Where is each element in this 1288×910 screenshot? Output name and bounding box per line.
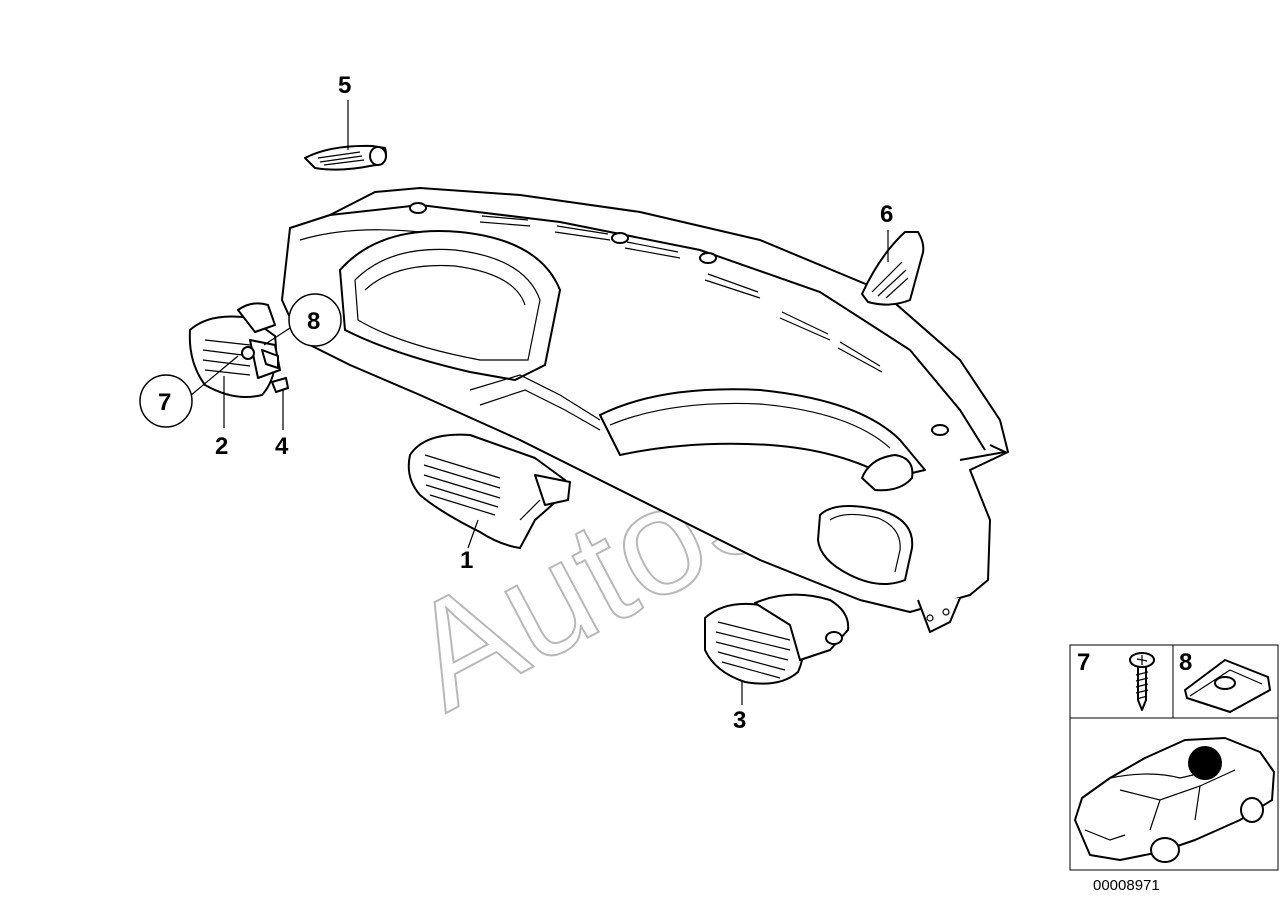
legend-box: 7 8 xyxy=(1069,644,1279,719)
dashboard-panel xyxy=(281,187,1009,633)
clip-nut-icon xyxy=(1184,659,1271,713)
callout-6: 6 xyxy=(880,201,893,228)
legend-label-8: 8 xyxy=(1179,649,1192,676)
callout-7: 7 xyxy=(158,389,171,416)
legend-label-7: 7 xyxy=(1077,649,1090,676)
callout-7-circle xyxy=(139,374,193,428)
callout-4: 4 xyxy=(275,433,289,460)
air-vent-center xyxy=(407,433,571,549)
diagram-number: 00008971 xyxy=(1093,877,1160,894)
callout-2: 2 xyxy=(215,433,228,460)
location-marker xyxy=(1188,746,1222,780)
defroster-grille-right xyxy=(861,231,925,306)
air-vent-left xyxy=(188,302,281,398)
callout-8: 8 xyxy=(307,308,320,335)
callout-1: 1 xyxy=(460,547,473,574)
screw-icon xyxy=(1129,652,1155,711)
callout-labels: 5 6 2 4 1 3 7 8 xyxy=(139,72,893,734)
leader-lines xyxy=(189,100,889,705)
air-vent-right xyxy=(704,593,850,685)
callout-5: 5 xyxy=(338,72,351,99)
callout-8-circle xyxy=(288,293,342,347)
defroster-grille-left xyxy=(304,144,387,171)
vehicle-overview xyxy=(1069,717,1279,871)
car-outline-icon xyxy=(1074,737,1275,863)
callout-3: 3 xyxy=(733,707,746,734)
pin xyxy=(271,377,289,393)
